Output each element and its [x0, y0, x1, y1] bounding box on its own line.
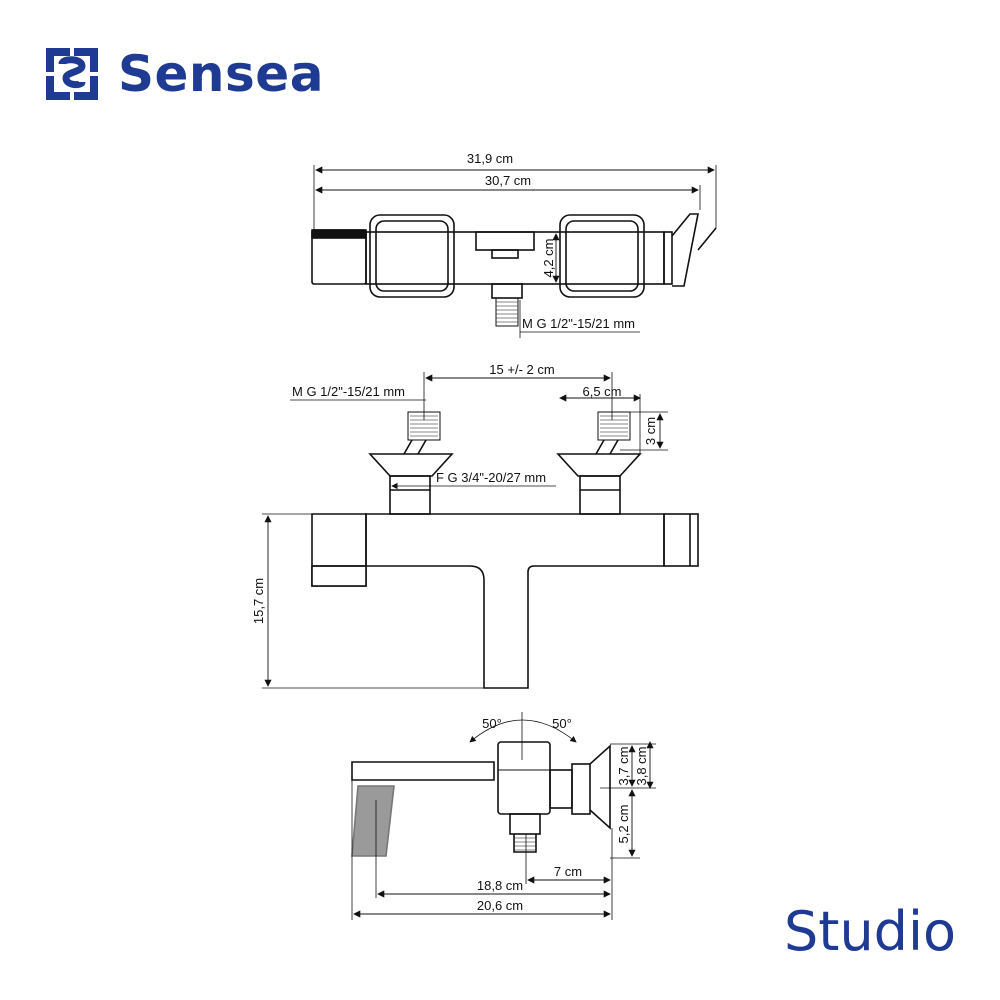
dim-eccentric-width: 6,5 cm [582, 384, 621, 399]
brand-name: Sensea [118, 45, 324, 103]
side-view [351, 712, 656, 920]
dim-52: 5,2 cm [616, 804, 631, 843]
dim-total-depth: 20,6 cm [477, 898, 523, 913]
sensea-logo-icon [46, 48, 98, 100]
dim-38: 3,8 cm [634, 746, 649, 785]
model-name: Studio [784, 900, 956, 963]
dim-inlet-spacing: 15 +/- 2 cm [489, 362, 554, 377]
dim-inlet-thread-top: M G 1/2"-15/21 mm [522, 316, 635, 331]
dim-height: 15,7 cm [251, 578, 266, 624]
dim-thread-male: M G 1/2"-15/21 mm [292, 384, 405, 399]
dim-angle-right: 50° [552, 716, 572, 731]
dim-7: 7 cm [554, 864, 582, 879]
dim-angle-left: 50° [482, 716, 502, 731]
front-view [262, 372, 699, 689]
dim-thread-female: F G 3/4"-20/27 mm [436, 470, 546, 485]
top-view [311, 165, 717, 338]
brand-logo: Sensea [40, 42, 324, 106]
dim-spout-reach: 18,8 cm [477, 878, 523, 893]
dim-body-width: 30,7 cm [485, 173, 531, 188]
dim-eccentric-height: 3 cm [643, 417, 658, 445]
dim-depth: 4,2 cm [541, 238, 556, 277]
dim-overall-width: 31,9 cm [467, 151, 513, 166]
dim-37: 3,7 cm [616, 746, 631, 785]
